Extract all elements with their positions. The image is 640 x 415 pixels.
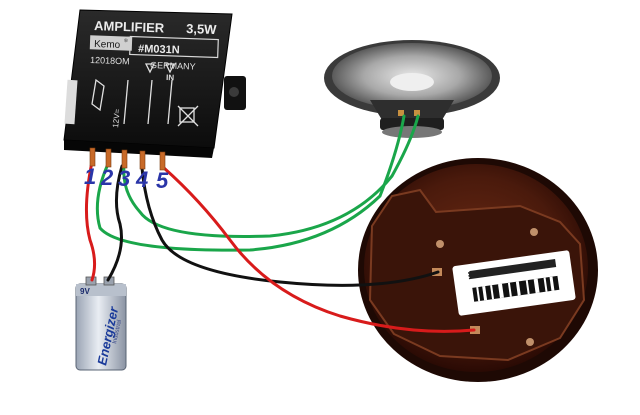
- terminal-pin-5: [159, 151, 166, 171]
- wires: [84, 114, 476, 333]
- terminal-pin-1: [89, 147, 96, 167]
- amplifier-code: 12018OM: [90, 55, 130, 66]
- amplifier-power: 3,5W: [186, 21, 218, 37]
- wire-green-speaker-1: [95, 114, 406, 252]
- terminal-pin-2: [105, 148, 112, 168]
- buzzer-device: CE: [358, 158, 598, 382]
- terminal-number-2: 2: [100, 165, 114, 190]
- barcode: [467, 259, 560, 302]
- wire-red-buzzer: [162, 166, 476, 333]
- amplifier-title: AMPLIFIER: [94, 18, 165, 35]
- terminal-numbers: 1 2 3 4 5: [84, 164, 169, 193]
- wire-green-speaker-2: [122, 114, 420, 238]
- terminal-number-5: 5: [156, 168, 169, 193]
- terminal-number-3: 3: [118, 166, 130, 191]
- input-arrow-icon: [164, 63, 176, 125]
- wire-black-buzzer: [140, 166, 440, 287]
- amplifier-brand: Kemo: [94, 39, 121, 51]
- weee-cross-icon: [177, 105, 199, 127]
- amplifier-model: #M031N: [138, 43, 180, 56]
- side-label: [64, 79, 78, 125]
- weee-bin-icon: [179, 107, 195, 123]
- amplifier-module: AMPLIFIER 3,5W Kemo ® #M031N 12018OM GER…: [63, 9, 246, 171]
- battery-9v: 9V Energizer Industrial: [75, 276, 127, 371]
- amplifier-voltage-label: 12V=: [111, 108, 122, 128]
- wire-black-battery: [106, 164, 124, 282]
- ce-mark: CE: [456, 270, 470, 281]
- terminal-pin-3: [121, 149, 128, 169]
- terminal-number-1: 1: [84, 164, 96, 189]
- speaker-terminal-2: [414, 110, 420, 116]
- arrow-up-icon: [144, 63, 156, 125]
- supply-line-icon: [123, 79, 129, 125]
- battery-voltage-label: 9V: [80, 287, 90, 296]
- brand-badge: [89, 35, 133, 51]
- speaker: [324, 40, 500, 138]
- battery-subline-label: Industrial: [112, 319, 123, 344]
- wire-red-battery: [84, 160, 97, 282]
- amplifier-input-label: IN: [166, 73, 175, 82]
- terminal-number-4: 4: [135, 167, 148, 192]
- amplifier-origin: GERMANY: [150, 60, 196, 72]
- terminal-pin-4: [139, 150, 146, 170]
- amplifier-registered: ®: [124, 37, 128, 44]
- speaker-terminal-1: [398, 110, 404, 116]
- speaker-symbol-icon: [91, 78, 105, 112]
